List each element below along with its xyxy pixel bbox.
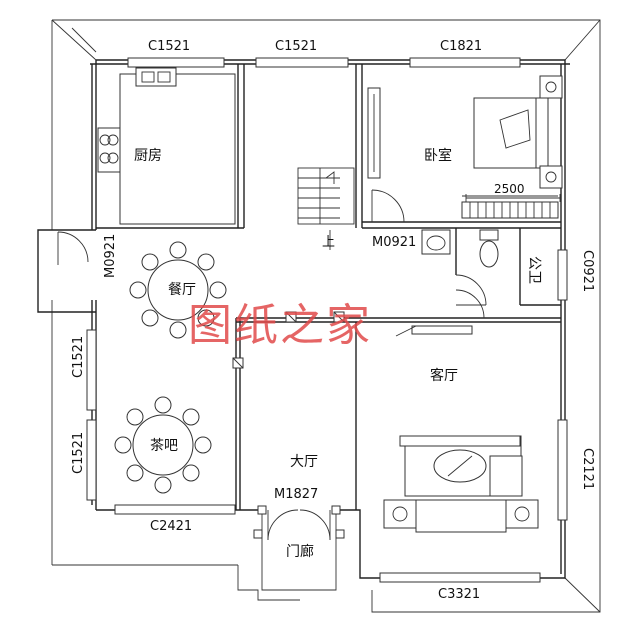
room-tea-bar: 茶吧 — [150, 438, 178, 454]
living-sofa-set — [383, 435, 539, 533]
dimension-2500 — [465, 194, 561, 202]
main-entry-door — [253, 505, 345, 541]
watermark-text: 图纸之家 — [188, 300, 372, 351]
kitchen-fixtures — [97, 67, 236, 225]
counter-cabinet — [395, 325, 473, 337]
room-porch: 门廊 — [286, 543, 314, 560]
window-label-bottom-right: C3321 — [438, 587, 480, 602]
roof-outline — [51, 19, 601, 613]
window-label-bottom-left: C2421 — [150, 519, 192, 534]
window-label-right-living: C2121 — [580, 448, 595, 490]
window-label-top-right: C1821 — [440, 39, 482, 54]
room-bathroom: 公卫 — [526, 256, 542, 284]
door-label-main: M1827 — [274, 487, 318, 502]
window-label-top-left: C1521 — [148, 39, 190, 54]
door-label-left: M0921 — [103, 234, 118, 278]
bedroom-furniture — [367, 75, 563, 223]
window-label-top-mid: C1521 — [275, 39, 317, 54]
window-label-left-lower: C1521 — [71, 432, 86, 474]
window-label-right-bath: C0921 — [580, 250, 595, 292]
bathroom-fixtures — [421, 229, 499, 306]
window-label-left-upper: C1521 — [71, 336, 86, 378]
room-living: 客厅 — [430, 367, 458, 384]
door-label-bath: M0921 — [372, 235, 416, 250]
bath-door — [455, 289, 485, 319]
side-entry — [37, 229, 96, 313]
room-dining: 餐厅 — [168, 282, 196, 298]
staircase — [297, 167, 355, 250]
stair-up-label: 上 — [322, 235, 335, 250]
tea-table — [114, 396, 212, 494]
room-bedroom: 卧室 — [424, 147, 452, 164]
dining-table — [129, 241, 227, 339]
room-kitchen: 厨房 — [134, 148, 162, 164]
dimension-label: 2500 — [494, 182, 525, 196]
room-hall: 大厅 — [290, 454, 318, 470]
structural-posts — [232, 311, 345, 369]
windows — [86, 57, 568, 583]
